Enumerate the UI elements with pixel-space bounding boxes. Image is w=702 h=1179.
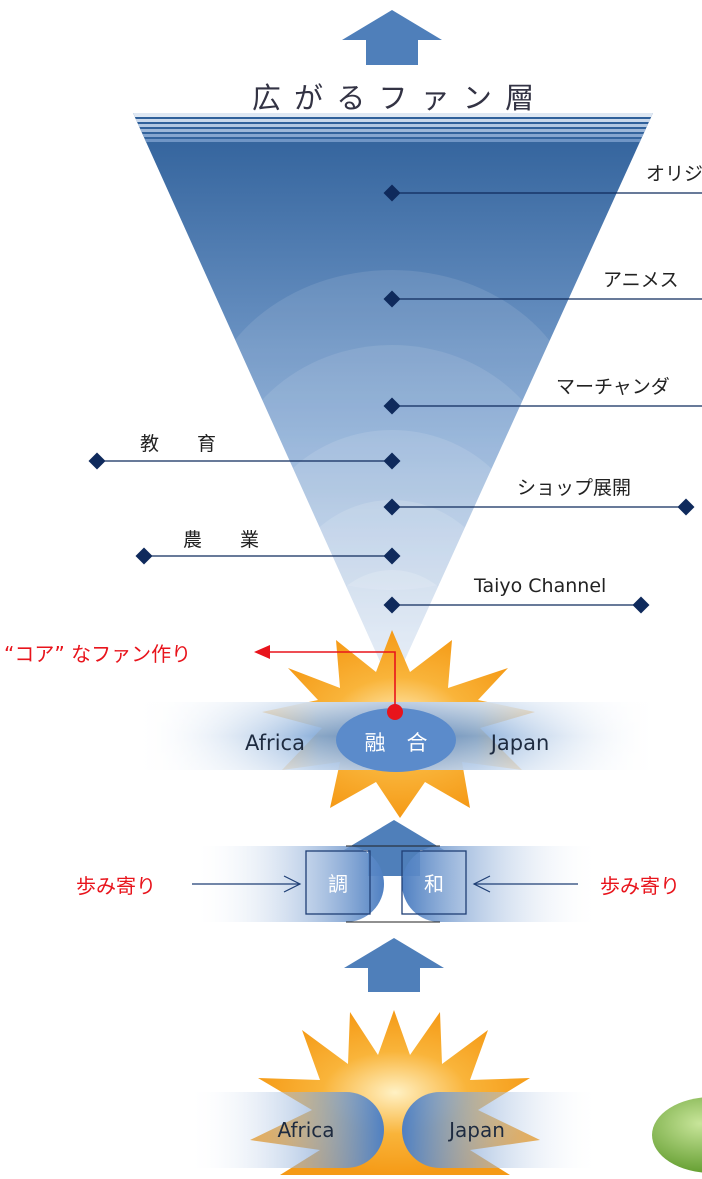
meeting-left-label: Africa bbox=[277, 1118, 334, 1142]
fan-layer-3: マーチャンダ bbox=[383, 376, 702, 415]
meeting-left-pill bbox=[188, 1092, 384, 1168]
fan-layer-label: アニメス bbox=[603, 269, 679, 291]
core-fan-arrow bbox=[254, 645, 403, 720]
harmony-left-arrow bbox=[192, 875, 302, 893]
green-decoration bbox=[652, 1097, 702, 1173]
harmony-left-char: 調 bbox=[328, 872, 348, 896]
fusion-left-label: Africa bbox=[245, 731, 305, 755]
fan-layer-2: アニメス bbox=[383, 269, 702, 308]
fan-layer-label: Taiyo Channel bbox=[473, 575, 606, 597]
harmony-right-char: 和 bbox=[424, 872, 444, 896]
fusion-center bbox=[336, 708, 456, 772]
up-arrow-icon bbox=[342, 10, 442, 65]
fan-layer-5: Taiyo Channel bbox=[383, 575, 650, 614]
side-item-agriculture: 農 業 bbox=[135, 529, 401, 565]
meeting-right-pill bbox=[402, 1092, 600, 1168]
side-item-education: 教 育 bbox=[88, 433, 401, 470]
harmony-left-label: 歩み寄り bbox=[76, 874, 156, 898]
side-item-label: 農 業 bbox=[183, 529, 259, 551]
side-item-label: 教 育 bbox=[140, 433, 216, 455]
harmony-right-arrow bbox=[472, 875, 578, 893]
harmony-right-label: 歩み寄り bbox=[600, 874, 680, 898]
page-title: 広 が る フ ァ ン 層 bbox=[252, 81, 536, 115]
fusion-right-label: Japan bbox=[489, 731, 550, 755]
up-arrow-icon bbox=[344, 938, 444, 992]
fan-layer-label: マーチャンダ bbox=[556, 376, 670, 398]
fan-layer-1: オリジ bbox=[383, 163, 702, 202]
core-fan-label: “コア” なファン作り bbox=[4, 642, 191, 666]
fusion-center-label: 融 合 bbox=[365, 731, 428, 755]
fan-layer-4: ショップ展開 bbox=[383, 477, 695, 516]
fan-layer-label: ショップ展開 bbox=[517, 477, 631, 499]
fan-layer-label: オリジ bbox=[646, 163, 702, 185]
meeting-right-label: Japan bbox=[447, 1118, 505, 1142]
